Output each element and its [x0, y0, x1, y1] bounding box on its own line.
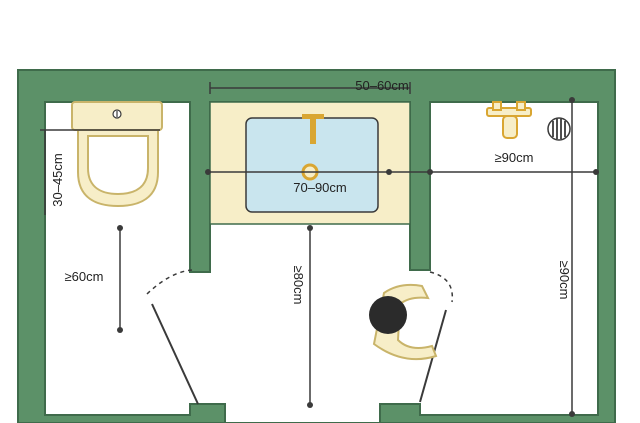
sink-icon [302, 114, 324, 144]
toilet-depth-label: 30–45cm [50, 153, 65, 206]
sink-clearance-label: ≥80cm [291, 266, 306, 305]
shower-faucet-icon [486, 101, 532, 139]
basin-width-label: 70–90cm [293, 180, 346, 195]
shower-width-label: ≥90cm [495, 150, 534, 165]
toilet-icon [71, 101, 163, 208]
toilet-clearance-label: ≥60cm [65, 269, 104, 284]
dimension-lines [40, 82, 599, 417]
person-icon [369, 283, 438, 361]
door-left [146, 269, 199, 405]
shower-depth-label: ≥90cm [557, 261, 572, 300]
sink-width-label: 50–60cm [355, 78, 408, 93]
floor-drain-icon [547, 117, 571, 141]
